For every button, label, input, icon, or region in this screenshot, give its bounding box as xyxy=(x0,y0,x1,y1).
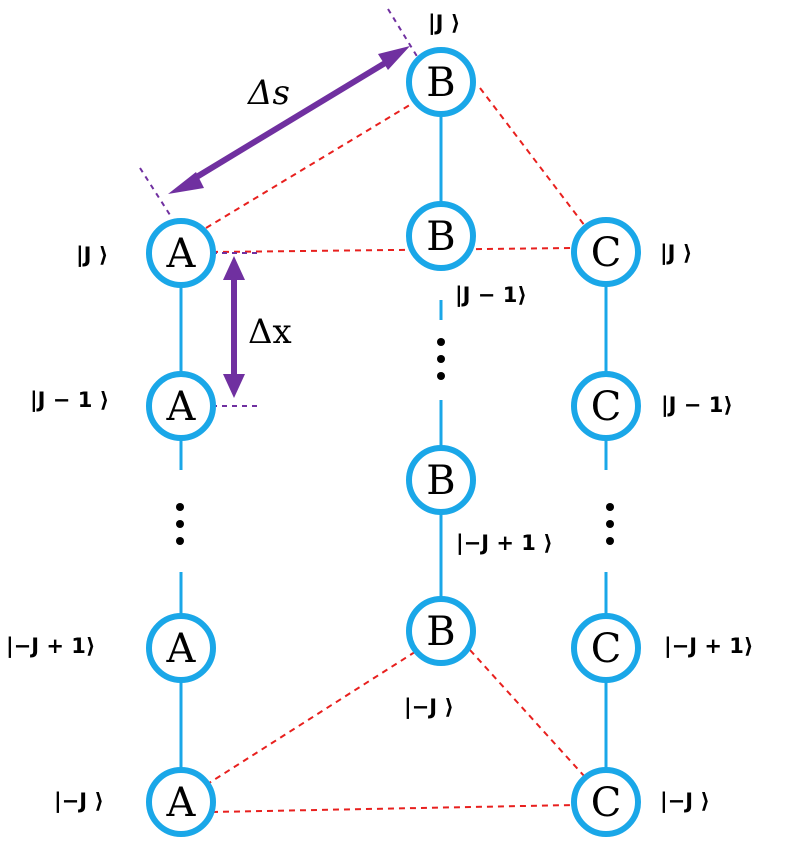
svg-text:A: A xyxy=(166,384,197,430)
ket-b-j-minus-1: |J − 1⟩ xyxy=(455,283,527,308)
ellipsis-a xyxy=(176,503,184,545)
svg-text:C: C xyxy=(591,384,622,430)
coupling-b-neg-j-to-c-neg-j xyxy=(469,649,586,778)
chain-lines xyxy=(179,113,608,774)
ket-a-j-minus-1: |J − 1 ⟩ xyxy=(30,388,109,413)
svg-text:B: B xyxy=(426,60,455,106)
svg-text:B: B xyxy=(426,214,455,260)
svg-text:C: C xyxy=(591,780,622,826)
node-b-top: B xyxy=(406,47,476,117)
delta-s-arrow xyxy=(168,46,410,194)
node-c-j-minus-1: C xyxy=(571,371,641,441)
node-b-neg-j-plus-1: B xyxy=(406,445,476,515)
ket-b-top: |J ⟩ xyxy=(428,11,460,36)
delta-x-arrow xyxy=(223,256,245,398)
svg-text:A: A xyxy=(166,231,197,277)
svg-text:B: B xyxy=(426,609,455,655)
ket-a-j: |J ⟩ xyxy=(76,243,108,268)
ket-c-j-minus-1: |J − 1⟩ xyxy=(661,393,733,418)
ket-b-neg-j: |−J ⟩ xyxy=(404,695,454,720)
delta-x-label: Δx xyxy=(248,312,292,352)
delta-s-label: Δs xyxy=(246,73,290,113)
coupling-a-neg-j-to-c-neg-j xyxy=(211,804,576,813)
node-c-j: C xyxy=(571,217,641,287)
svg-text:A: A xyxy=(166,780,197,826)
ellipsis-b xyxy=(437,338,445,380)
coupling-a-j-to-b-top xyxy=(205,102,414,229)
node-a-neg-j-plus-1: A xyxy=(146,613,216,683)
ket-a-neg-j: |−J ⟩ xyxy=(54,789,104,814)
coupling-b-top-to-c-j xyxy=(479,87,589,231)
ellipsis-c xyxy=(606,503,614,545)
ket-c-neg-j-plus-1: |−J + 1⟩ xyxy=(664,634,754,659)
svg-text:A: A xyxy=(166,626,197,672)
coupling-a-j-to-c-j xyxy=(211,247,576,253)
node-a-j-minus-1: A xyxy=(146,371,216,441)
node-c-neg-j: C xyxy=(571,767,641,837)
ket-c-neg-j: |−J ⟩ xyxy=(660,789,710,814)
node-c-neg-j-plus-1: C xyxy=(571,613,641,683)
ref-line-delta-s-left xyxy=(139,167,171,216)
node-a-j: A xyxy=(146,218,216,288)
reference-lines xyxy=(139,8,419,407)
svg-text:B: B xyxy=(426,458,455,504)
svg-text:C: C xyxy=(591,230,622,276)
coupling-a-neg-j-to-b-neg-j xyxy=(205,649,419,786)
node-b-neg-j: B xyxy=(406,596,476,666)
coupling-lines xyxy=(205,87,589,813)
ket-c-j: |J ⟩ xyxy=(660,241,692,266)
ket-b-neg-j-plus-1: |−J + 1 ⟩ xyxy=(456,531,553,556)
node-b-j: B xyxy=(406,201,476,271)
svg-text:C: C xyxy=(591,626,622,672)
ket-a-neg-j-plus-1: |−J + 1⟩ xyxy=(6,634,96,659)
node-a-neg-j: A xyxy=(146,767,216,837)
